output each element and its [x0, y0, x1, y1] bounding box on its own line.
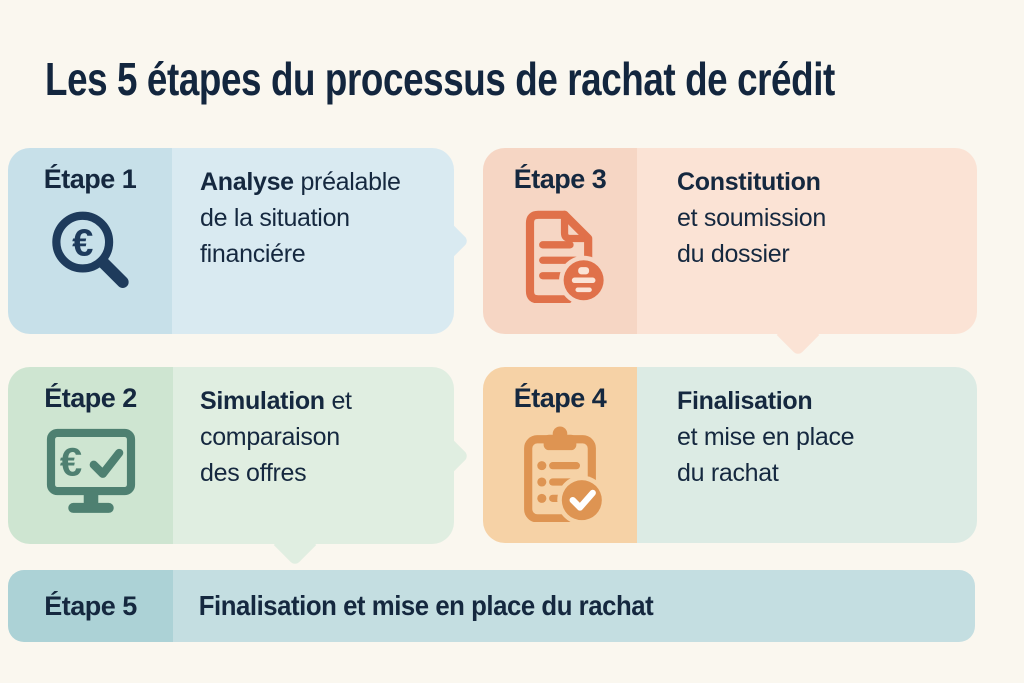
step-1-left-panel: Étape 1 € [8, 148, 172, 334]
step-2-description: Simulation et comparaison des offres [200, 387, 352, 487]
step-4-card: Étape 4 Finalisation et mise en place du… [483, 367, 977, 543]
step-3-card: Étape 3 Constitution et soumission du do… [483, 148, 977, 357]
step-2-text-panel [173, 367, 454, 544]
step-4-text-panel [637, 367, 977, 543]
step-2-left-panel: Étape 2 € [8, 367, 173, 544]
step-5-label: Étape 5 [44, 590, 137, 621]
step-2-card: Étape 2 € Simulation et comparaison des … [8, 367, 470, 567]
step-4-left-panel: Étape 4 [483, 367, 637, 543]
document-seal-icon [510, 203, 610, 303]
step-3-left-panel: Étape 3 [483, 148, 637, 334]
step-5-text-panel: Finalisation et mise en place du rachat [173, 570, 975, 642]
magnifier-euro-icon: € [40, 203, 140, 303]
step-5-left-panel: Étape 5 [8, 570, 173, 642]
svg-text:€: € [72, 222, 93, 265]
step-1-description: Analyse préalable de la situation financ… [200, 168, 401, 268]
monitor-euro-check-icon: € [41, 422, 141, 522]
step-3-text-panel [637, 148, 977, 334]
svg-text:€: € [59, 441, 81, 485]
step-4-description: Finalisation et mise en place du rachat [677, 387, 855, 487]
step-1-card: Étape 1 € Analyse préalable de la situat… [8, 148, 470, 334]
page-title: Les 5 étapes du processus de rachat de c… [45, 53, 835, 105]
step-2-label: Étape 2 [44, 383, 137, 413]
step-3-description: Constitution et soumission du dossier [677, 168, 826, 268]
step-1-text-panel [172, 148, 454, 334]
step-1-label: Étape 1 [43, 164, 137, 194]
step-4-label: Étape 4 [513, 383, 607, 413]
step-5-bar: Étape 5 Finalisation et mise en place du… [8, 570, 975, 642]
step-3-label: Étape 3 [513, 164, 607, 194]
step-5-description: Finalisation et mise en place du rachat [198, 590, 654, 621]
clipboard-check-icon [510, 422, 610, 522]
